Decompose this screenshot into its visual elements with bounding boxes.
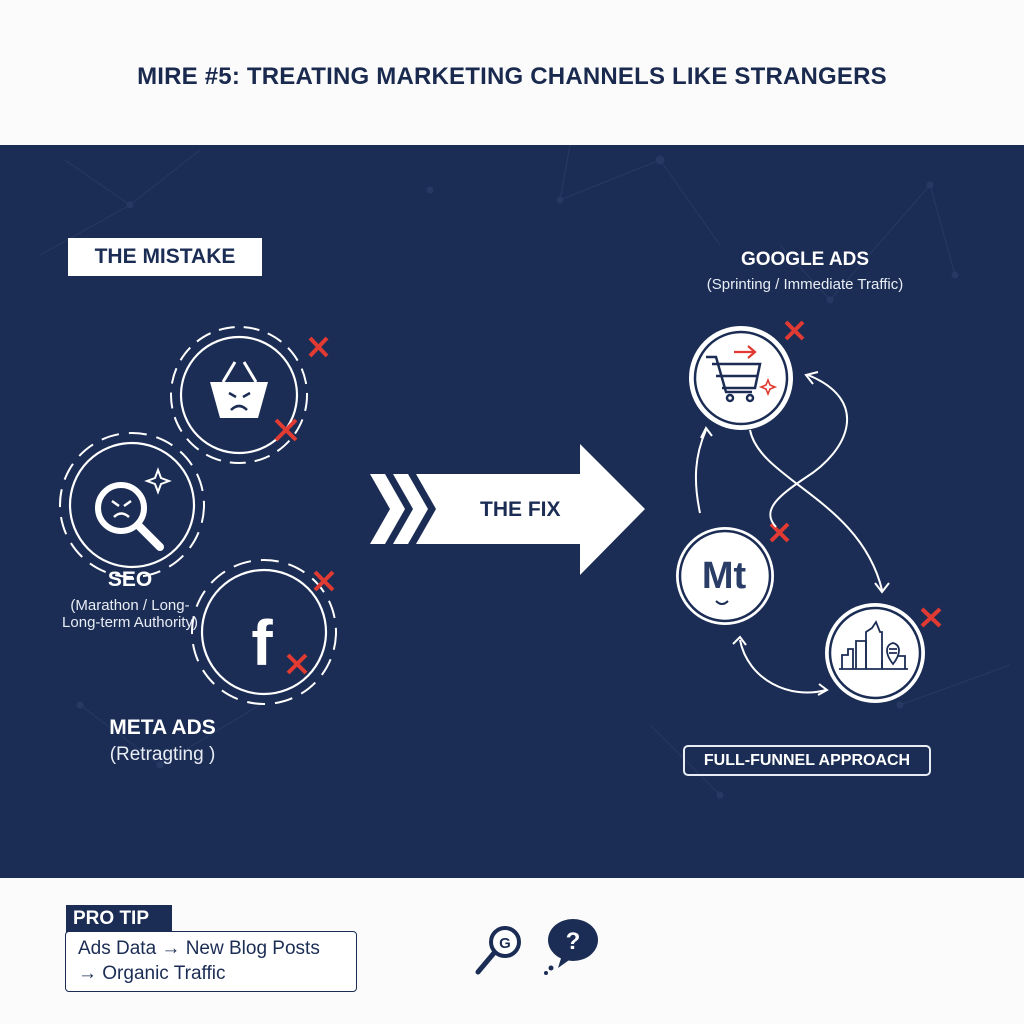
arrow-google-to-local: [749, 429, 883, 591]
svg-text:G: G: [499, 935, 511, 952]
connector-arrows: [694, 371, 890, 696]
pro-tip-line1: Ads Data → New Blog Posts: [78, 938, 320, 959]
basket-node-dashed-orbit: [170, 326, 308, 464]
smile-icon: [715, 600, 729, 605]
pro-tip-box: Ads Data → New Blog Posts → Organic Traf…: [65, 931, 357, 992]
local-node: [825, 603, 942, 703]
meta-node-ring: [200, 568, 328, 696]
google-ads-label: GOOGLE ADS (Sprinting / Immediate Traffi…: [670, 249, 940, 293]
meta-ads-label: META ADS (Retragting ): [80, 716, 245, 766]
seo-channel-label: SEO (Marathon / Long- Long-term Authorit…: [40, 568, 220, 631]
chevron-icon: [393, 474, 428, 544]
brand-logo-text: Mt: [702, 555, 747, 597]
meta-ads-title: META ADS: [109, 716, 216, 739]
arrow-brand-to-google: [694, 429, 707, 514]
seo-title: SEO: [107, 568, 153, 591]
pro-tip-line2: → Organic Traffic: [78, 963, 226, 984]
red-x-icon: [286, 570, 335, 675]
shopping-cart-icon: [706, 355, 762, 403]
the-fix-arrow: [370, 444, 645, 575]
svg-text:?: ?: [566, 928, 581, 955]
network-background: [39, 145, 1011, 799]
meta-ads-subtitle: (Retragting ): [109, 744, 216, 765]
arrow-right-icon: [734, 345, 757, 359]
seo-node-ring: [68, 441, 196, 569]
basket-node-ring: [179, 335, 299, 455]
basket-channel-node: [170, 326, 329, 464]
google-ads-title: GOOGLE ADS: [740, 249, 870, 270]
meta-ads-channel-node: f: [191, 559, 337, 705]
the-fix-label: THE FIX: [480, 498, 561, 521]
full-funnel-approach-badge: FULL-FUNNEL APPROACH: [683, 745, 931, 776]
red-x-icon: [274, 336, 329, 442]
red-x-icon: [769, 522, 790, 543]
city-location-icon: [839, 620, 908, 670]
red-x-icon: [920, 607, 942, 628]
angry-shopping-basket-icon: [210, 361, 268, 418]
red-x-icon: [784, 320, 805, 341]
the-mistake-label: THE MISTAKE: [68, 238, 262, 276]
google-ads-node: [689, 320, 805, 430]
brand-node: Mt: [676, 522, 790, 625]
google-search-icon: G: [475, 926, 521, 975]
chevron-icon: [370, 474, 405, 544]
seo-subtitle-line2: Long-term Authority): [62, 614, 198, 631]
seo-node-dashed-orbit: [59, 432, 205, 578]
google-ads-subtitle: (Sprinting / Immediate Traffic): [706, 276, 904, 293]
sparkle-icon: [758, 377, 778, 397]
question-bubble-icon: ?: [544, 919, 598, 975]
meta-node-dashed-orbit: [191, 559, 337, 705]
angry-magnifier-icon: [95, 467, 172, 551]
arrow-google-loop: [769, 374, 849, 528]
seo-subtitle-line1: (Marathon / Long-: [70, 597, 190, 614]
pro-tip-header: PRO TIP: [66, 905, 172, 933]
page-title: MIRE #5: TREATING MARKETING CHANNELS LIK…: [137, 63, 887, 90]
facebook-icon: f: [251, 607, 273, 679]
seo-channel-node: [59, 432, 205, 578]
arrow-brand-local-both: [739, 639, 827, 694]
